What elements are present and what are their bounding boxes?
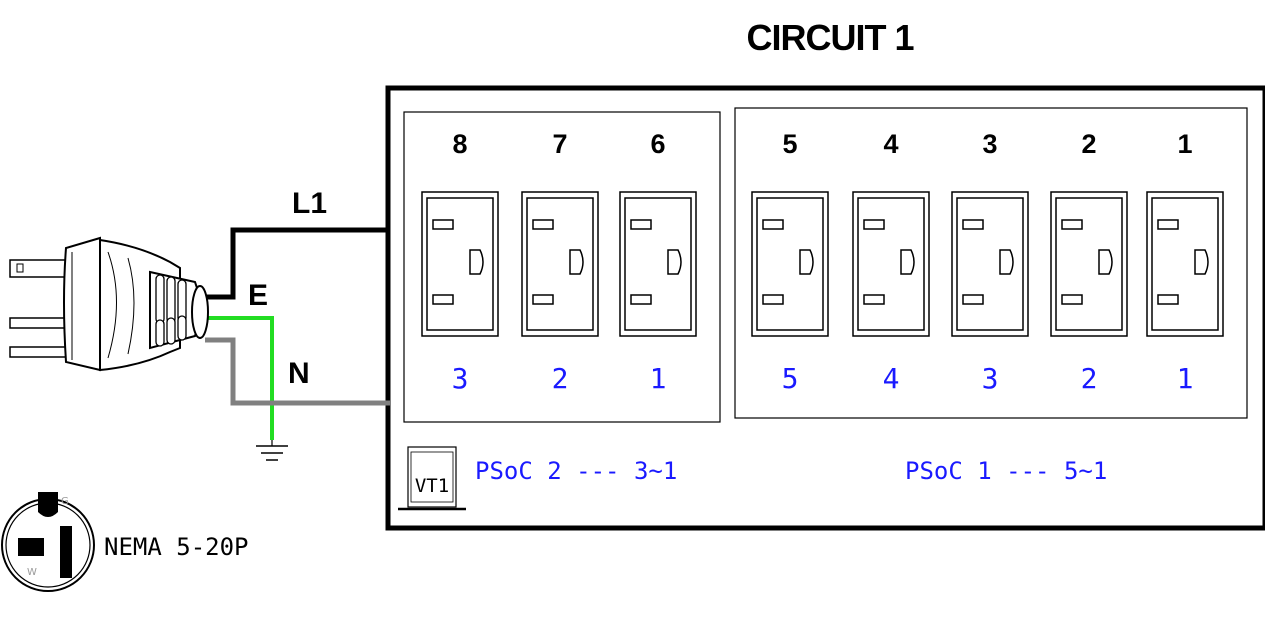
outlet-face-inner bbox=[624, 197, 692, 331]
outlet-8: 83 bbox=[421, 129, 499, 395]
outlet-slot-bottom bbox=[630, 294, 652, 305]
outlet-4: 44 bbox=[852, 129, 930, 395]
outlet-number: 5 bbox=[782, 129, 797, 159]
psoc2-range-label: PSoC 2 --- 3~1 bbox=[475, 457, 677, 485]
plug-type-label: NEMA 5-20P bbox=[104, 533, 249, 561]
outlet-face-inner bbox=[857, 197, 925, 331]
psoc-channel-number: 2 bbox=[1081, 362, 1098, 395]
outlet-face-outer bbox=[1146, 191, 1224, 337]
outlet-face-outer bbox=[521, 191, 599, 337]
ground-symbol-icon bbox=[256, 440, 288, 461]
earth-wire bbox=[205, 316, 274, 440]
outlet-number: 7 bbox=[552, 129, 567, 159]
outlet-face-outer bbox=[852, 191, 930, 337]
neutral-pin-letter: W bbox=[27, 567, 37, 578]
outlet-slot-bottom bbox=[962, 294, 984, 305]
psoc-channel-number: 2 bbox=[552, 362, 569, 395]
outlet-slot-bottom bbox=[1157, 294, 1179, 305]
ground-pin-letter: G bbox=[61, 496, 69, 507]
psoc-channel-number: 4 bbox=[883, 362, 900, 395]
earth-wire-label: E bbox=[248, 279, 268, 312]
outlet-face-outer bbox=[1050, 191, 1128, 337]
outlet-group-psoc2 bbox=[403, 111, 721, 423]
outlet-face-inner bbox=[426, 197, 494, 331]
outlet-slot-top bbox=[1157, 219, 1179, 230]
outlet-face-inner bbox=[756, 197, 824, 331]
psoc-channel-number: 3 bbox=[452, 362, 469, 395]
outlet-ground-hole bbox=[999, 249, 1014, 275]
psoc-channel-number: 1 bbox=[650, 362, 667, 395]
psoc1-range-label: PSoC 1 --- 5~1 bbox=[905, 457, 1107, 485]
outlet-number: 1 bbox=[1177, 129, 1192, 159]
outlet-face-inner bbox=[526, 197, 594, 331]
outlet-ground-hole bbox=[1194, 249, 1209, 275]
outlet-slot-top bbox=[630, 219, 652, 230]
outlet-face-outer bbox=[951, 191, 1029, 337]
outlet-slot-bottom bbox=[1061, 294, 1083, 305]
line-wire bbox=[205, 227, 390, 300]
neutral-wire-label: N bbox=[288, 357, 310, 390]
outlet-slot-bottom bbox=[762, 294, 784, 305]
outlet-slot-top bbox=[762, 219, 784, 230]
neutral-wire bbox=[205, 337, 390, 406]
outlet-number: 2 bbox=[1081, 129, 1096, 159]
outlet-face-inner bbox=[956, 197, 1024, 331]
outlet-face-inner bbox=[1151, 197, 1219, 331]
outlet-ground-hole bbox=[1098, 249, 1113, 275]
outlet-slot-top bbox=[432, 219, 454, 230]
outlet-number: 4 bbox=[883, 129, 898, 159]
outlet-slot-top bbox=[962, 219, 984, 230]
vt1-component: VT1 bbox=[398, 446, 466, 511]
outlet-slot-bottom bbox=[863, 294, 885, 305]
outlet-ground-hole bbox=[799, 249, 814, 275]
psoc-channel-number: 3 bbox=[982, 362, 999, 395]
outlet-5: 55 bbox=[751, 129, 829, 395]
outlet-number: 8 bbox=[452, 129, 467, 159]
psoc-channel-number: 5 bbox=[782, 362, 799, 395]
outlet-number: 3 bbox=[982, 129, 997, 159]
outlet-3: 33 bbox=[951, 129, 1029, 395]
outlet-number: 6 bbox=[650, 129, 665, 159]
outlet-face-outer bbox=[619, 191, 697, 337]
plug-icon bbox=[9, 236, 209, 372]
outlet-face-outer bbox=[751, 191, 829, 337]
outlet-ground-hole bbox=[569, 249, 584, 275]
outlet-7: 72 bbox=[521, 129, 599, 395]
outlet-2: 22 bbox=[1050, 129, 1128, 395]
outlet-group-psoc1 bbox=[734, 107, 1248, 419]
outlet-slot-bottom bbox=[532, 294, 554, 305]
outlet-face-inner bbox=[1055, 197, 1123, 331]
psoc-channel-number: 1 bbox=[1177, 362, 1194, 395]
power-strip-enclosure bbox=[385, 85, 1265, 531]
outlet-slot-bottom bbox=[432, 294, 454, 305]
wires bbox=[205, 227, 390, 461]
outlet-ground-hole bbox=[469, 249, 484, 275]
vt1-label: VT1 bbox=[415, 475, 449, 497]
line-wire-label: L1 bbox=[292, 187, 327, 220]
outlet-6: 61 bbox=[619, 129, 697, 395]
outlet-slot-top bbox=[1061, 219, 1083, 230]
outlet-ground-hole bbox=[900, 249, 915, 275]
outlet-1: 11 bbox=[1146, 129, 1224, 395]
outlet-ground-hole bbox=[667, 249, 682, 275]
diagram-title: CIRCUIT 1 bbox=[746, 17, 914, 58]
outlet-slot-top bbox=[532, 219, 554, 230]
outlet-slot-top bbox=[863, 219, 885, 230]
nema-5-20p-face-icon: G W bbox=[1, 492, 95, 592]
outlet-face-outer bbox=[421, 191, 499, 337]
